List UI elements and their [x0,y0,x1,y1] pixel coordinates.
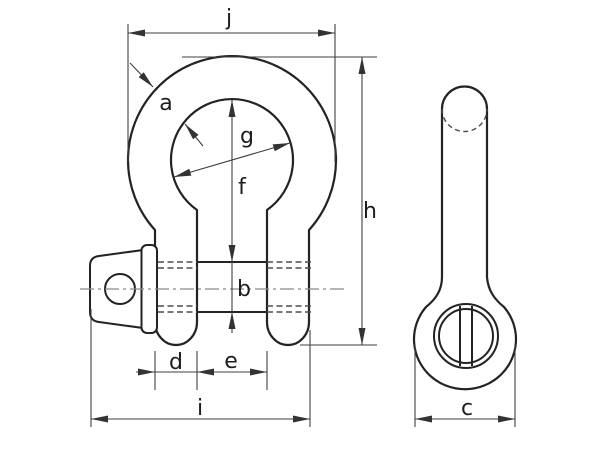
dim-label-g: g [240,124,254,149]
dimension-a [129,62,204,147]
dim-label-h: h [363,199,377,224]
shackle-body-outline [126,55,338,347]
dim-label-e: e [224,349,238,374]
dimensions [90,24,516,427]
dim-label-i: i [197,396,203,421]
pin-hidden-lines [158,261,311,313]
dim-label-c: c [461,396,473,421]
dim-label-a: a [159,91,172,116]
side-view [412,85,518,391]
dimension-g [173,142,291,178]
dim-label-f: f [238,175,247,200]
side-silhouette [412,85,518,391]
arrowhead [228,100,236,117]
arrowhead [415,415,432,423]
dimension-j [127,24,336,162]
dimension-c [414,344,516,427]
dimension-labels: j a g f h b d e i c [159,6,473,421]
dimension-h [182,56,377,346]
dimension-line [173,142,291,178]
arrowhead [138,368,155,376]
arrowhead [197,368,214,376]
dim-label-j: j [225,6,232,31]
dimension-f-b [228,100,236,333]
pin-end-outer-circle [433,303,499,369]
arrowhead [138,72,153,87]
arrowhead [358,328,366,345]
arrowhead [128,29,145,37]
arrowhead [293,415,310,423]
arrowhead [498,415,515,423]
dimension-d-e [136,351,268,390]
arrowhead [318,29,335,37]
arrowhead [250,368,267,376]
arrowhead [358,57,366,74]
arrowhead [174,168,192,177]
arrowhead [272,143,290,152]
shank-end-hidden-arc [441,108,488,133]
dim-label-b: b [237,277,251,302]
dim-label-d: d [169,350,183,375]
front-view [80,55,345,347]
arrowhead [228,245,236,262]
arrowhead [91,415,108,423]
arrowhead [185,124,199,140]
arrowhead [228,312,236,329]
dimension-i [90,309,311,427]
pin-end-inner-circle [438,308,494,364]
